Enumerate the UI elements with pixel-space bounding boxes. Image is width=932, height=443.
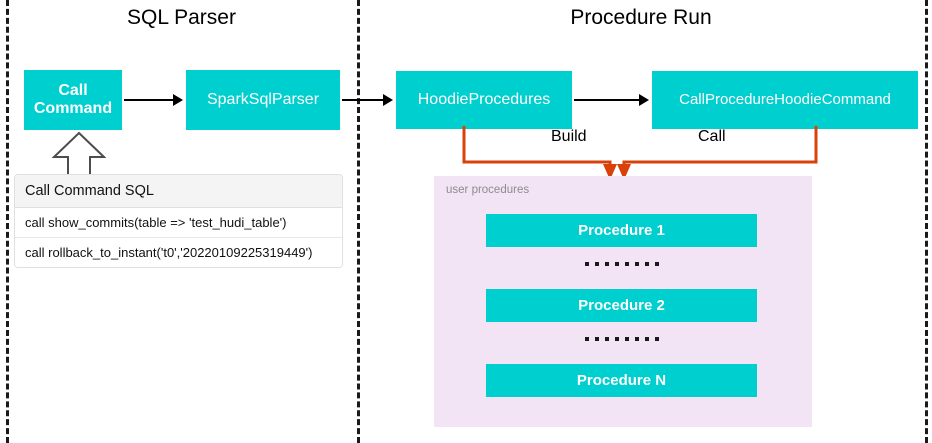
procedure-box[interactable]: Procedure 2 [486,289,757,322]
ellipsis-dot [654,262,659,266]
ellipsis-dot [634,262,639,266]
ellipsis-dot [624,337,629,341]
node-spark-sql-parser[interactable]: SparkSqlParser [186,70,340,130]
section-title-sql-parser: SQL Parser [127,6,236,29]
ellipsis-dot [594,262,599,266]
arrow-call-command-to-spark-sql-parser [124,99,174,101]
orange-connector-build [462,126,612,166]
section-divider-right [925,0,928,443]
node-hoodie-procedures[interactable]: HoodieProcedures [396,71,572,129]
section-divider-left [6,0,9,443]
call-command-sql-table: Call Command SQL call show_commits(table… [14,174,343,268]
ellipsis-dot [644,337,649,341]
sql-table-row: call rollback_to_instant('t0','202201092… [15,238,342,267]
section-divider-middle [357,0,360,443]
ellipsis-dot [584,262,589,266]
user-procedures-panel: user procedures Procedure 1 Procedure 2 … [434,176,812,427]
ellipsis-dot [614,262,619,266]
orange-arrow-head-icon-build [603,164,617,180]
ellipsis-dot [584,337,589,341]
orange-connector-group [462,126,818,180]
node-call-command[interactable]: Call Command [24,70,122,130]
ellipsis-dot [614,337,619,341]
node-call-procedure-hoodie-command[interactable]: CallProcedureHoodieCommand [652,71,918,129]
arrow-spark-sql-parser-to-hoodie-procedures [342,99,384,101]
ellipsis-separator [486,324,757,354]
node-call-command-line2: Command [33,100,113,117]
section-title-procedure-run: Procedure Run [570,6,712,29]
ellipsis-dot [654,337,659,341]
node-call-command-line1: Call [58,81,88,99]
orange-arrow-head-icon-call [617,164,631,180]
user-procedures-label: user procedures [446,184,530,196]
ellipsis-separator [486,249,757,279]
arrow-head-icon-3 [639,94,649,106]
ellipsis-dot [624,262,629,266]
arrow-head-icon-2 [383,94,393,106]
ellipsis-dot [644,262,649,266]
ellipsis-dot [604,262,609,266]
procedure-box[interactable]: Procedure 1 [486,214,757,247]
sql-table-header: Call Command SQL [15,175,342,208]
arrow-hoodie-procedures-to-call-procedure-hoodie-command [574,99,640,101]
arrow-head-icon-1 [173,94,183,106]
edge-label-call: Call [698,128,726,145]
hollow-up-arrow-icon [52,131,106,175]
ellipsis-dot [594,337,599,341]
ellipsis-dot [634,337,639,341]
procedure-box[interactable]: Procedure N [486,364,757,397]
sql-table-row: call show_commits(table => 'test_hudi_ta… [15,208,342,238]
ellipsis-dot [604,337,609,341]
edge-label-build: Build [551,128,587,145]
